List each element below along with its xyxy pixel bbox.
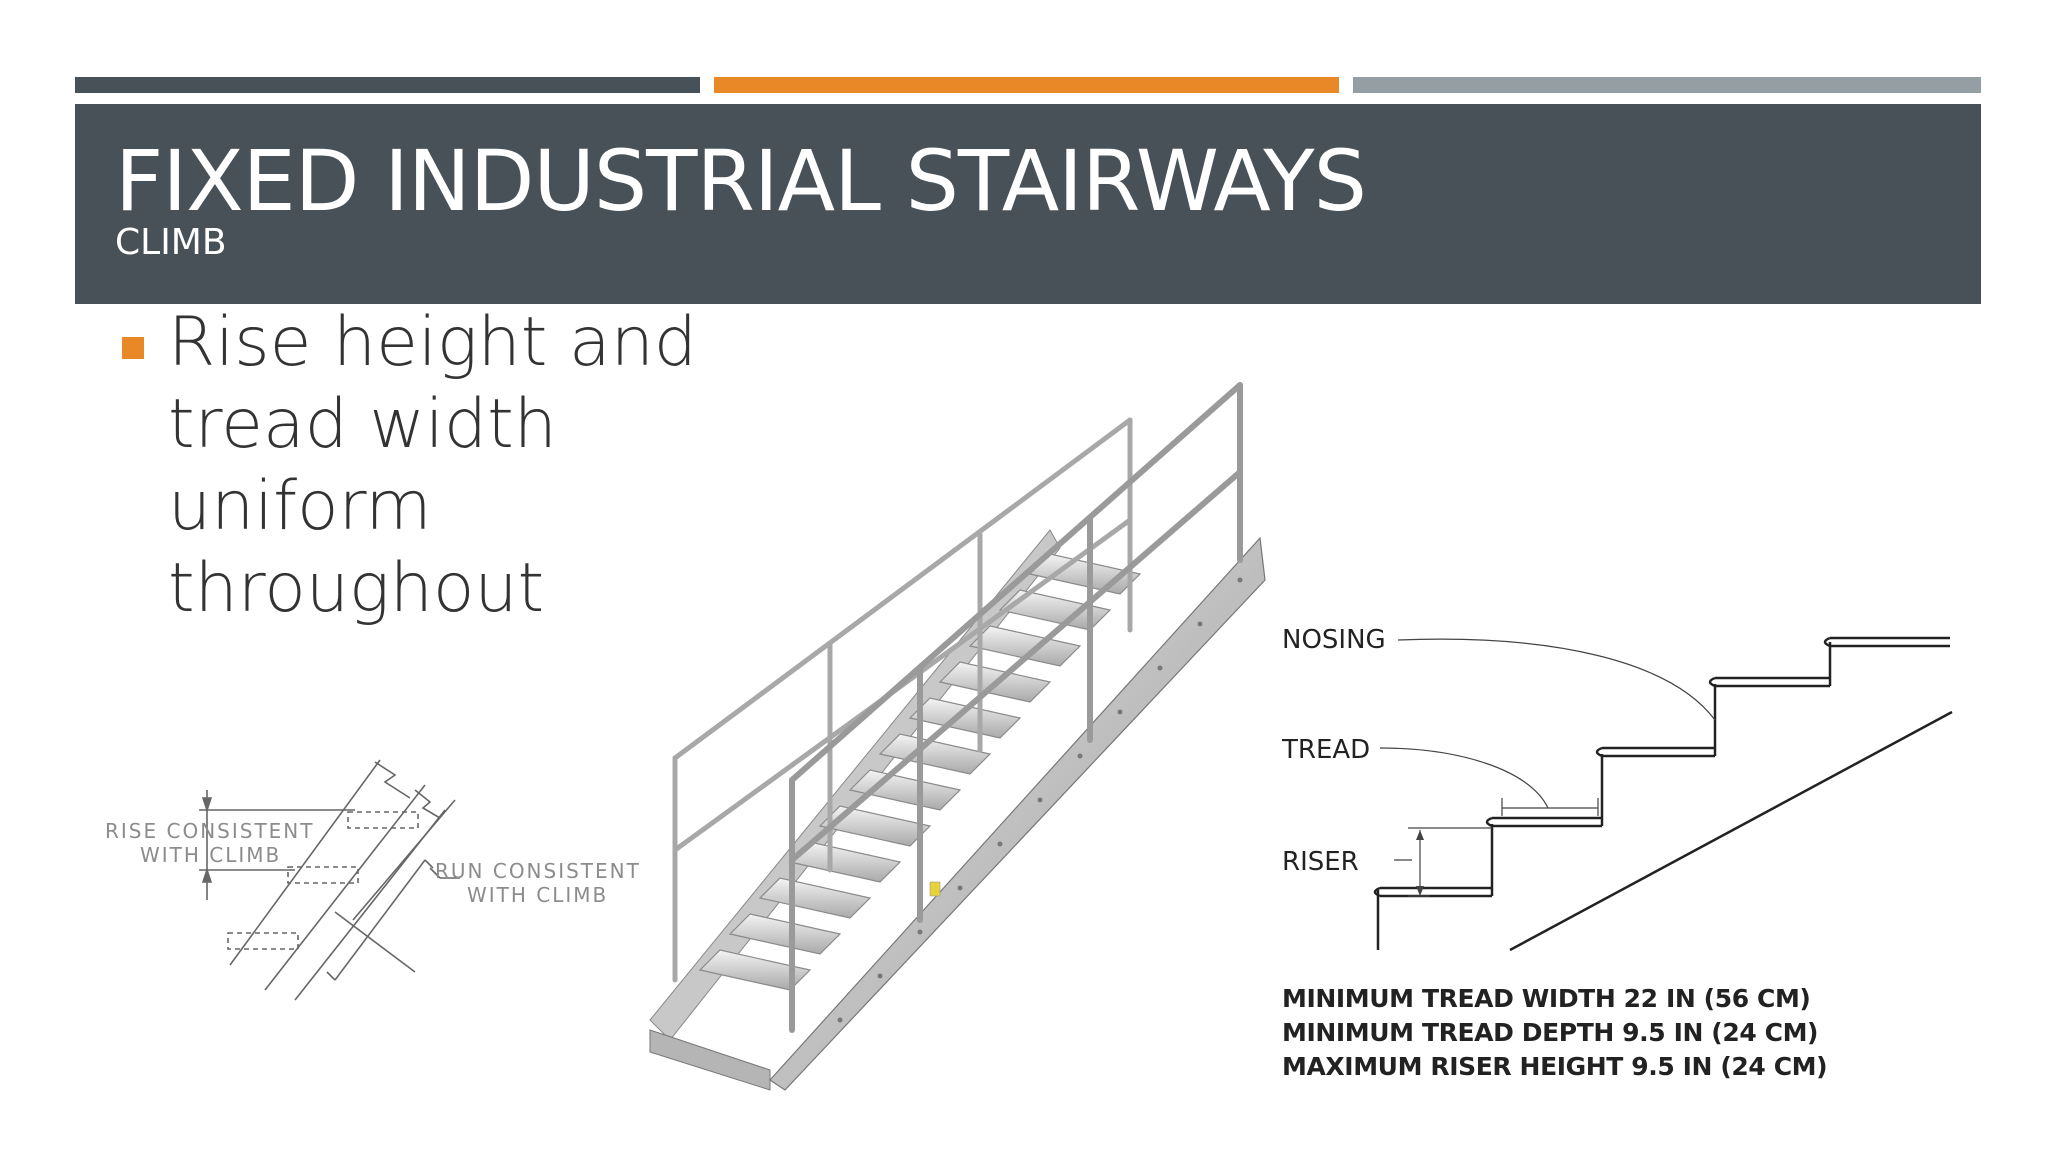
riser-label: RISER bbox=[1282, 847, 1359, 877]
rise-run-diagram: RISE CONSISTENT WITH CLIMB RUN CONSISTEN… bbox=[105, 759, 641, 1001]
bullet-square-icon bbox=[122, 337, 144, 359]
industrial-stair-illustration bbox=[649, 382, 1266, 1091]
stair-parts-diagram: NOSING TREAD RISER bbox=[1281, 625, 1953, 952]
spec-tread-depth: MINIMUM TREAD DEPTH 9.5 IN (24 CM) bbox=[1282, 1018, 1819, 1047]
run-label-line1: RUN CONSISTENT bbox=[435, 859, 641, 883]
slide-title: FIXED INDUSTRIAL STAIRWAYS bbox=[115, 132, 1367, 230]
accent-bar-dark bbox=[75, 77, 700, 93]
bullet-text: Rise height and tread width uniform thro… bbox=[168, 303, 697, 628]
spec-riser-height: MAXIMUM RISER HEIGHT 9.5 IN (24 CM) bbox=[1282, 1052, 1828, 1081]
run-label-line2: WITH CLIMB bbox=[467, 883, 608, 907]
spec-tread-width: MINIMUM TREAD WIDTH 22 IN (56 CM) bbox=[1282, 984, 1811, 1013]
nosing-label: NOSING bbox=[1282, 625, 1386, 655]
rise-label-line1: RISE CONSISTENT bbox=[105, 819, 314, 843]
title-banner: FIXED INDUSTRIAL STAIRWAYS CLIMB bbox=[75, 104, 1981, 304]
tread-label: TREAD bbox=[1281, 735, 1370, 765]
accent-bar-orange bbox=[714, 77, 1339, 93]
accent-bar-gray bbox=[1353, 77, 1981, 93]
rise-label-line2: WITH CLIMB bbox=[140, 843, 281, 867]
slide-subtitle: CLIMB bbox=[115, 222, 227, 263]
